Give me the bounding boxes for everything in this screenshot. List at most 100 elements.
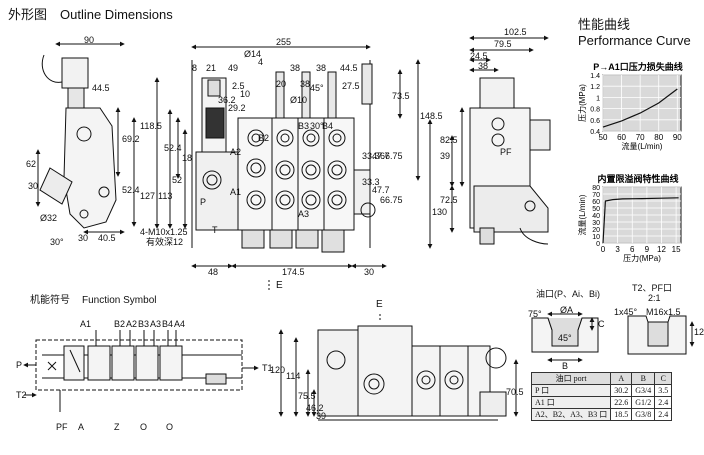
dim-bottom-120: 120 (270, 365, 286, 375)
chart-series-line (602, 88, 678, 128)
dim-front-21: 21 (206, 63, 217, 73)
port-dim-1x45: 1x45° (614, 307, 638, 317)
dim-front-8: 8 (192, 63, 198, 73)
side-view-drawing (35, 41, 137, 235)
dim-right-72-5: 72.5 (440, 195, 458, 205)
table-cell: 30.2 (610, 384, 633, 397)
dim-side-30: 30 (78, 233, 89, 243)
fs-port-a2: A2 (126, 319, 138, 329)
dim-side-62: 62 (26, 159, 37, 169)
dim-side-90: 90 (84, 35, 95, 45)
chart-x-tick-label: 70 (636, 133, 645, 142)
dim-bottom-75-5: 75.5 (298, 391, 316, 401)
dim-front-49: 49 (228, 63, 239, 73)
chart-title: 内置限溢阀特性曲线 (597, 173, 678, 184)
dim-side-30b: 30 (28, 181, 39, 191)
table-cell: A1 口 (530, 396, 612, 409)
dim-bottom-39: 39 (316, 411, 327, 421)
table-cell: 2.4 (654, 408, 673, 421)
chart-y-tick-label: 40 (592, 213, 600, 220)
outline-title-cn: 外形图 (8, 7, 48, 22)
port-detail-left-label: 油口(P、Ai、Bi) (536, 289, 601, 299)
dim-side-30deg: 30° (50, 237, 64, 247)
dim-front-33-3a: 33.3 (362, 151, 380, 161)
dim-front-38b: 38 (316, 63, 327, 73)
chart-x-tick-label: 60 (617, 133, 626, 142)
chart-x-tick-label: 50 (599, 133, 608, 142)
chart-plot-area (602, 74, 682, 132)
table-header-cell: 油口 port (530, 372, 612, 385)
section-mark-e: E (276, 280, 283, 291)
port-dim-b: B (562, 361, 569, 371)
dim-right-79-5: 79.5 (494, 39, 512, 49)
right-view-drawing (449, 35, 551, 245)
chart-y-tick-label: 50 (592, 206, 600, 213)
dim-right-38: 38 (478, 61, 489, 71)
port-label-pf: PF (500, 147, 512, 157)
chart-y-axis-label: 压力(MPa) (577, 84, 587, 122)
dim-right-82-5: 82.5 (440, 135, 458, 145)
fs-label-a: A (78, 422, 85, 432)
dim-right-39: 39 (440, 151, 451, 161)
dim-front-33-3b: 33.3 (362, 177, 380, 187)
dim-side-44-5: 44.5 (92, 83, 110, 93)
dim-front-20: 20 (276, 79, 287, 89)
dim-side-40-5: 40.5 (98, 233, 116, 243)
port-label-b2: B2 (258, 133, 270, 143)
dim-front-phi10: Ø10 (290, 95, 308, 105)
dim-front-118-5: 118.5 (140, 121, 162, 131)
chart-x-tick-label: 9 (645, 245, 650, 254)
port-dim-phi-a: ØA (560, 305, 574, 315)
table-row: A2、B2、A3、B3 口 18.5 G3/8 2.4 (530, 408, 673, 421)
dim-front-10: 10 (240, 89, 251, 99)
outline-title-en: Outline Dimensions (60, 7, 173, 22)
table-cell: 18.5 (610, 408, 633, 421)
dim-front-30deg: 30° (310, 121, 324, 131)
table-cell: 2.4 (654, 396, 673, 409)
dim-front-phi14: Ø14 (244, 49, 262, 59)
chart-x-tick-label: 90 (673, 133, 682, 142)
chart-y-tick-label: 1.4 (590, 73, 600, 80)
port-dim-45deg: 45° (558, 333, 572, 343)
performance-title-en: Performance Curve (578, 33, 691, 48)
dim-front-44-5: 44.5 (340, 63, 358, 73)
table-cell: P 口 (530, 384, 612, 397)
dim-front-113: 113 (158, 191, 173, 201)
bottom-section-mark-e: E (376, 299, 383, 310)
dim-front-30: 30 (364, 267, 375, 277)
chart-x-tick-label: 12 (657, 245, 666, 254)
fs-label-z: Z (114, 422, 120, 432)
chart-y-tick-label: 70 (592, 192, 600, 199)
table-cell: A2、B2、A3、B3 口 (530, 408, 612, 421)
chart-series-line (602, 197, 679, 244)
chart-x-tick-label: 6 (630, 245, 635, 254)
dim-front-38a: 38 (290, 63, 301, 73)
fs-label-o2: O (166, 422, 174, 432)
table-cell: 3.5 (654, 384, 673, 397)
table-cell: G3/4 (631, 384, 656, 397)
port-dim-m16: M16x1.5 (646, 307, 681, 317)
fs-port-b4: B4 (162, 319, 174, 329)
dim-front-18: 18 (182, 153, 193, 163)
port-label-a1: A1 (230, 187, 242, 197)
fs-port-a4: A4 (174, 319, 186, 329)
chart-y-tick-label: 0.8 (590, 107, 600, 114)
chart-y-tick-label: 60 (592, 199, 600, 206)
dim-bottom-70-5: 70.5 (506, 387, 524, 397)
chart-x-axis-label: 流量(L/min) (622, 141, 663, 151)
dim-front-130: 130 (432, 207, 448, 217)
table-cell: 22.6 (610, 396, 633, 409)
label-effective-depth: 有效深12 (146, 237, 184, 247)
dim-front-52-4: 52.4 (164, 143, 182, 153)
dim-right-24-5: 24.5 (470, 51, 488, 61)
fs-label-pf: PF (56, 422, 68, 432)
function-symbol-drawing (23, 330, 259, 412)
chart-y-tick-label: 20 (592, 227, 600, 234)
port-dim-12: 12 (694, 327, 704, 337)
dim-front-38c: 38 (300, 79, 311, 89)
chart-y-tick-label: 1.2 (590, 84, 600, 91)
port-label-p: P (200, 197, 207, 207)
dim-front-45deg: 45° (310, 83, 324, 93)
